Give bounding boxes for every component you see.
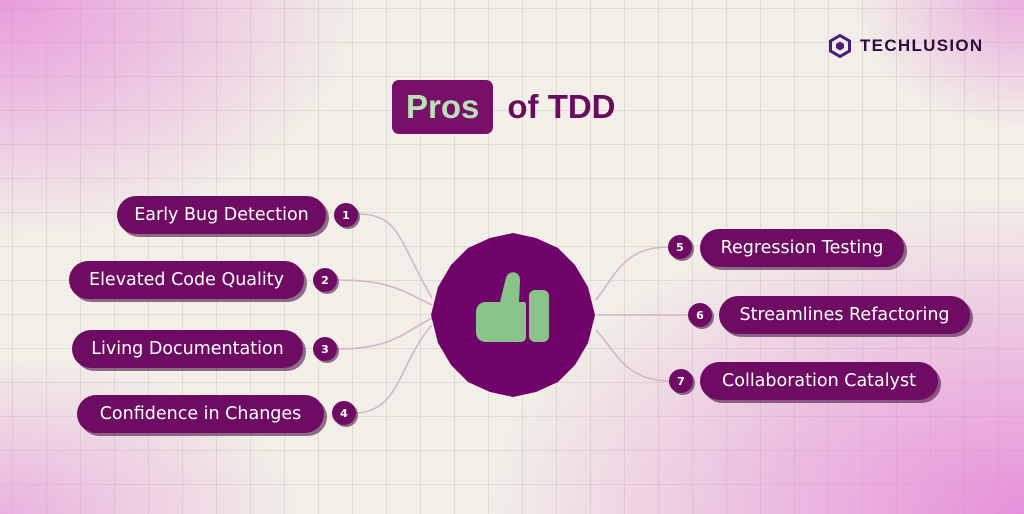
page-title: Pros of TDD [392, 80, 616, 134]
pros-item-number: 7 [677, 374, 685, 388]
thumbs-up-icon [476, 272, 549, 342]
techlusion-logo-icon [829, 34, 851, 58]
connector-5 [595, 246, 669, 301]
pros-item-confidence-in-changes: Confidence in Changes [77, 395, 324, 433]
title-highlight: Pros [392, 80, 494, 134]
connector-4 [354, 324, 433, 414]
pros-item-elevated-code-quality: Elevated Code Quality [69, 261, 304, 299]
pros-item-number: 4 [340, 406, 348, 420]
pros-item-streamlines-refactoring: Streamlines Refactoring [719, 296, 970, 334]
pros-item-number-badge: 4 [332, 401, 356, 425]
pros-item-number: 1 [342, 208, 350, 222]
connector-1 [356, 213, 433, 299]
pros-item-label: Streamlines Refactoring [739, 305, 950, 325]
pros-item-number: 2 [321, 273, 329, 287]
pros-item-label: Elevated Code Quality [89, 270, 284, 290]
pros-item-number-badge: 3 [313, 337, 337, 361]
connector-2 [336, 279, 433, 306]
pros-item-label: Regression Testing [720, 238, 884, 258]
pros-item-number-badge: 1 [334, 203, 358, 227]
pros-item-number: 6 [696, 308, 704, 322]
pros-item-early-bug-detection: Early Bug Detection [117, 196, 326, 234]
title-rest: of TDD [507, 88, 616, 125]
pros-item-label: Early Bug Detection [134, 205, 309, 225]
pros-item-label: Confidence in Changes [99, 404, 302, 424]
pros-item-collaboration-catalyst: Collaboration Catalyst [700, 362, 938, 400]
pros-item-number: 3 [321, 342, 329, 356]
pros-item-number: 5 [676, 240, 684, 254]
pros-item-number-badge: 6 [688, 303, 712, 327]
pros-item-number-badge: 2 [313, 268, 337, 292]
pros-item-number-badge: 5 [668, 235, 692, 259]
brand-name: TECHLUSION [860, 36, 984, 55]
brand-logo: TECHLUSION [828, 34, 984, 58]
center-polygon [431, 233, 595, 397]
pros-item-label: Collaboration Catalyst [722, 371, 916, 391]
connector-7 [595, 329, 670, 382]
pros-item-regression-testing: Regression Testing [700, 229, 904, 267]
pros-item-living-documentation: Living Documentation [72, 330, 303, 368]
pros-item-number-badge: 7 [669, 369, 693, 393]
connector-3 [336, 317, 433, 350]
center-badge [428, 230, 598, 404]
pros-item-label: Living Documentation [91, 339, 284, 359]
